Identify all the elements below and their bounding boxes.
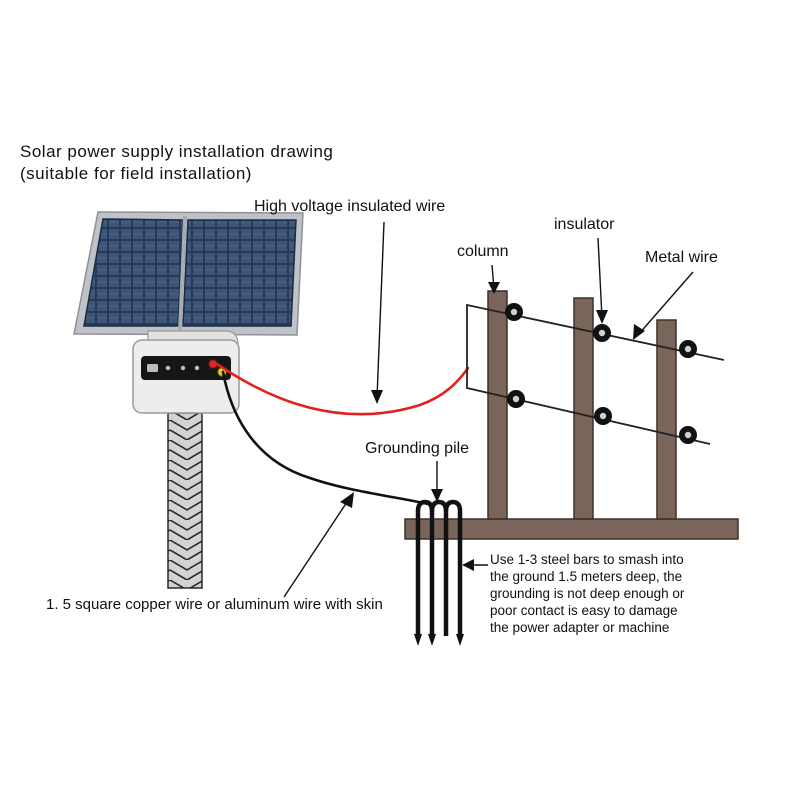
label-metal-wire: Metal wire <box>645 249 718 266</box>
grounding-note-line: grounding is not deep enough or <box>490 586 685 601</box>
label-high-voltage-wire: High voltage insulated wire <box>254 198 446 215</box>
grounding-note: Use 1-3 steel bars to smash into the gro… <box>490 551 684 636</box>
grounding-stakes <box>414 499 464 646</box>
grounding-note-line: the power adapter or machine <box>490 620 670 635</box>
ground-wire <box>221 370 434 507</box>
label-grounding-pile: Grounding pile <box>365 440 470 457</box>
pointer-arrows <box>283 221 694 598</box>
grounding-note-line: poor contact is easy to damage <box>490 603 678 618</box>
mounting-pole <box>167 412 203 589</box>
diagram-title: Solar power supply installation drawing <box>20 142 334 161</box>
grounding-note-line: Use 1-3 steel bars to smash into <box>490 552 684 567</box>
high-voltage-wire <box>215 362 470 416</box>
solar-panel <box>73 211 304 336</box>
fence <box>404 290 739 540</box>
grounding-note-line: the ground 1.5 meters deep, the <box>490 569 683 584</box>
label-copper-wire: 1. 5 square copper wire or aluminum wire… <box>46 596 383 613</box>
label-insulator: insulator <box>554 216 615 233</box>
label-column: column <box>457 243 509 260</box>
diagram-subtitle: (suitable for field installation) <box>20 164 252 183</box>
